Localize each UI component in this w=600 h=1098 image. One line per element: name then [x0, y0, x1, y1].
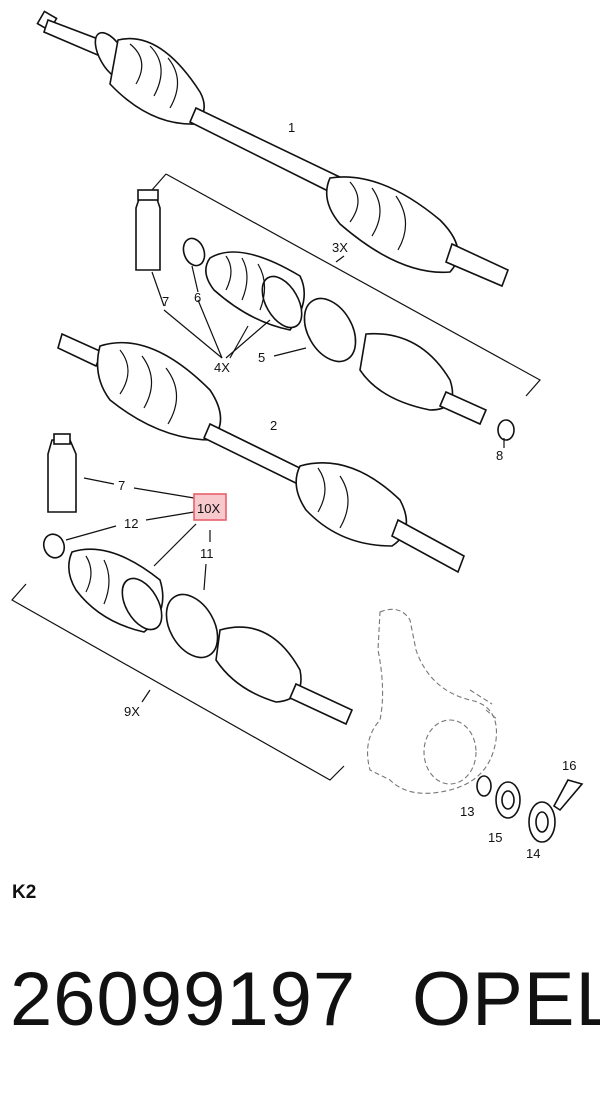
clamp-band-upper [303, 297, 357, 363]
clamp-small-upper [182, 237, 206, 267]
callout-4x[interactable]: 4X [214, 360, 230, 375]
callout-8[interactable]: 8 [496, 448, 503, 463]
outer-joint-upper [359, 332, 488, 426]
callout-16[interactable]: 16 [562, 758, 576, 773]
boot-lower [68, 548, 164, 633]
outer-joint-lower [215, 626, 354, 726]
boot-upper [205, 251, 306, 331]
callout-10x[interactable]: 10X [197, 501, 220, 516]
callout-12[interactable]: 12 [124, 516, 138, 531]
drive-shaft-lower [57, 332, 465, 574]
kit-bracket-3x [151, 173, 541, 397]
clamp-band-lower [165, 593, 219, 659]
exploded-parts-diagram: 1 3X 7 6 4X 5 2 8 7 10X 12 11 9X 16 13 1… [11, 10, 584, 861]
hub-nut [528, 801, 556, 843]
grease-tube-upper [135, 189, 161, 271]
brand-name: OPEL [412, 957, 600, 1042]
callout-14[interactable]: 14 [526, 846, 540, 861]
steering-knuckle [367, 608, 499, 794]
callout-6[interactable]: 6 [194, 290, 201, 305]
callout-15[interactable]: 15 [488, 830, 502, 845]
callout-7-lower[interactable]: 7 [118, 478, 125, 493]
callout-5[interactable]: 5 [258, 350, 265, 365]
callout-7-upper[interactable]: 7 [162, 294, 169, 309]
callout-10x-highlight[interactable] [193, 493, 227, 521]
drive-shaft-upper [36, 10, 510, 288]
bolt-16 [552, 779, 584, 812]
grease-tube-lower [47, 433, 77, 513]
circlip-8 [497, 419, 515, 441]
callout-2[interactable]: 2 [270, 418, 277, 433]
part-number: 26099197 [10, 957, 357, 1042]
callout-11[interactable]: 11 [200, 546, 214, 561]
callout-9x[interactable]: 9X [124, 704, 140, 719]
clamp-small-lower [42, 533, 66, 559]
callout-1[interactable]: 1 [288, 120, 295, 135]
wheel-bearing [495, 781, 521, 819]
callout-3x[interactable]: 3X [332, 240, 348, 255]
leader-lines [65, 255, 505, 703]
ring-13 [476, 775, 492, 797]
kit-bracket-9x [11, 583, 345, 781]
callout-13[interactable]: 13 [460, 804, 474, 819]
section-code: K2 [12, 882, 37, 903]
